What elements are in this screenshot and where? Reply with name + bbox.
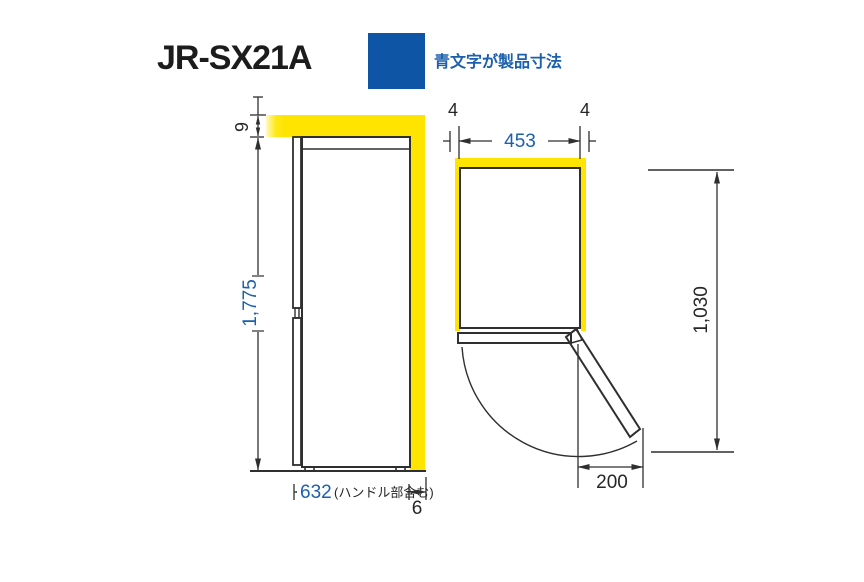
upper-door-handle (292, 136, 302, 309)
right-clearance-band (581, 168, 586, 331)
top-clearance-band (266, 115, 425, 137)
fridge-body-plan (459, 167, 581, 329)
top-view: 453 4 4 200 1,030 (443, 100, 734, 493)
door-swing-arc (461, 346, 638, 458)
door-closed (457, 332, 572, 344)
back-clearance-band (410, 137, 425, 471)
door-open (564, 327, 642, 439)
door-hinge (570, 327, 584, 344)
rear-clearance-band (455, 158, 586, 168)
fridge-body-side (301, 136, 411, 468)
height-value: 1,775 (240, 279, 261, 327)
top-clearance-value: 9 (232, 122, 252, 132)
depth-note: (ハンドル部含む) (334, 485, 434, 500)
left-clearance-value: 4 (448, 100, 458, 120)
handle-gap-connector (294, 307, 300, 319)
legend-color-swatch (368, 33, 425, 89)
width-value: 453 (504, 131, 536, 152)
door-protrusion-value: 200 (596, 472, 628, 493)
side-view: 9 1,775 632 (ハンドル部含む) 6 (232, 96, 434, 519)
left-clearance-band (455, 168, 460, 331)
lower-door-handle (292, 317, 302, 466)
legend-label: 青文字が製品寸法 (434, 54, 563, 71)
back-clearance-value: 6 (412, 498, 423, 519)
model-title: JR-SX21A (157, 39, 313, 77)
depth-value: 632 (300, 482, 332, 503)
right-clearance-value: 4 (580, 100, 590, 120)
open-depth-value: 1,030 (691, 286, 712, 334)
dim-text-backing (297, 484, 407, 500)
